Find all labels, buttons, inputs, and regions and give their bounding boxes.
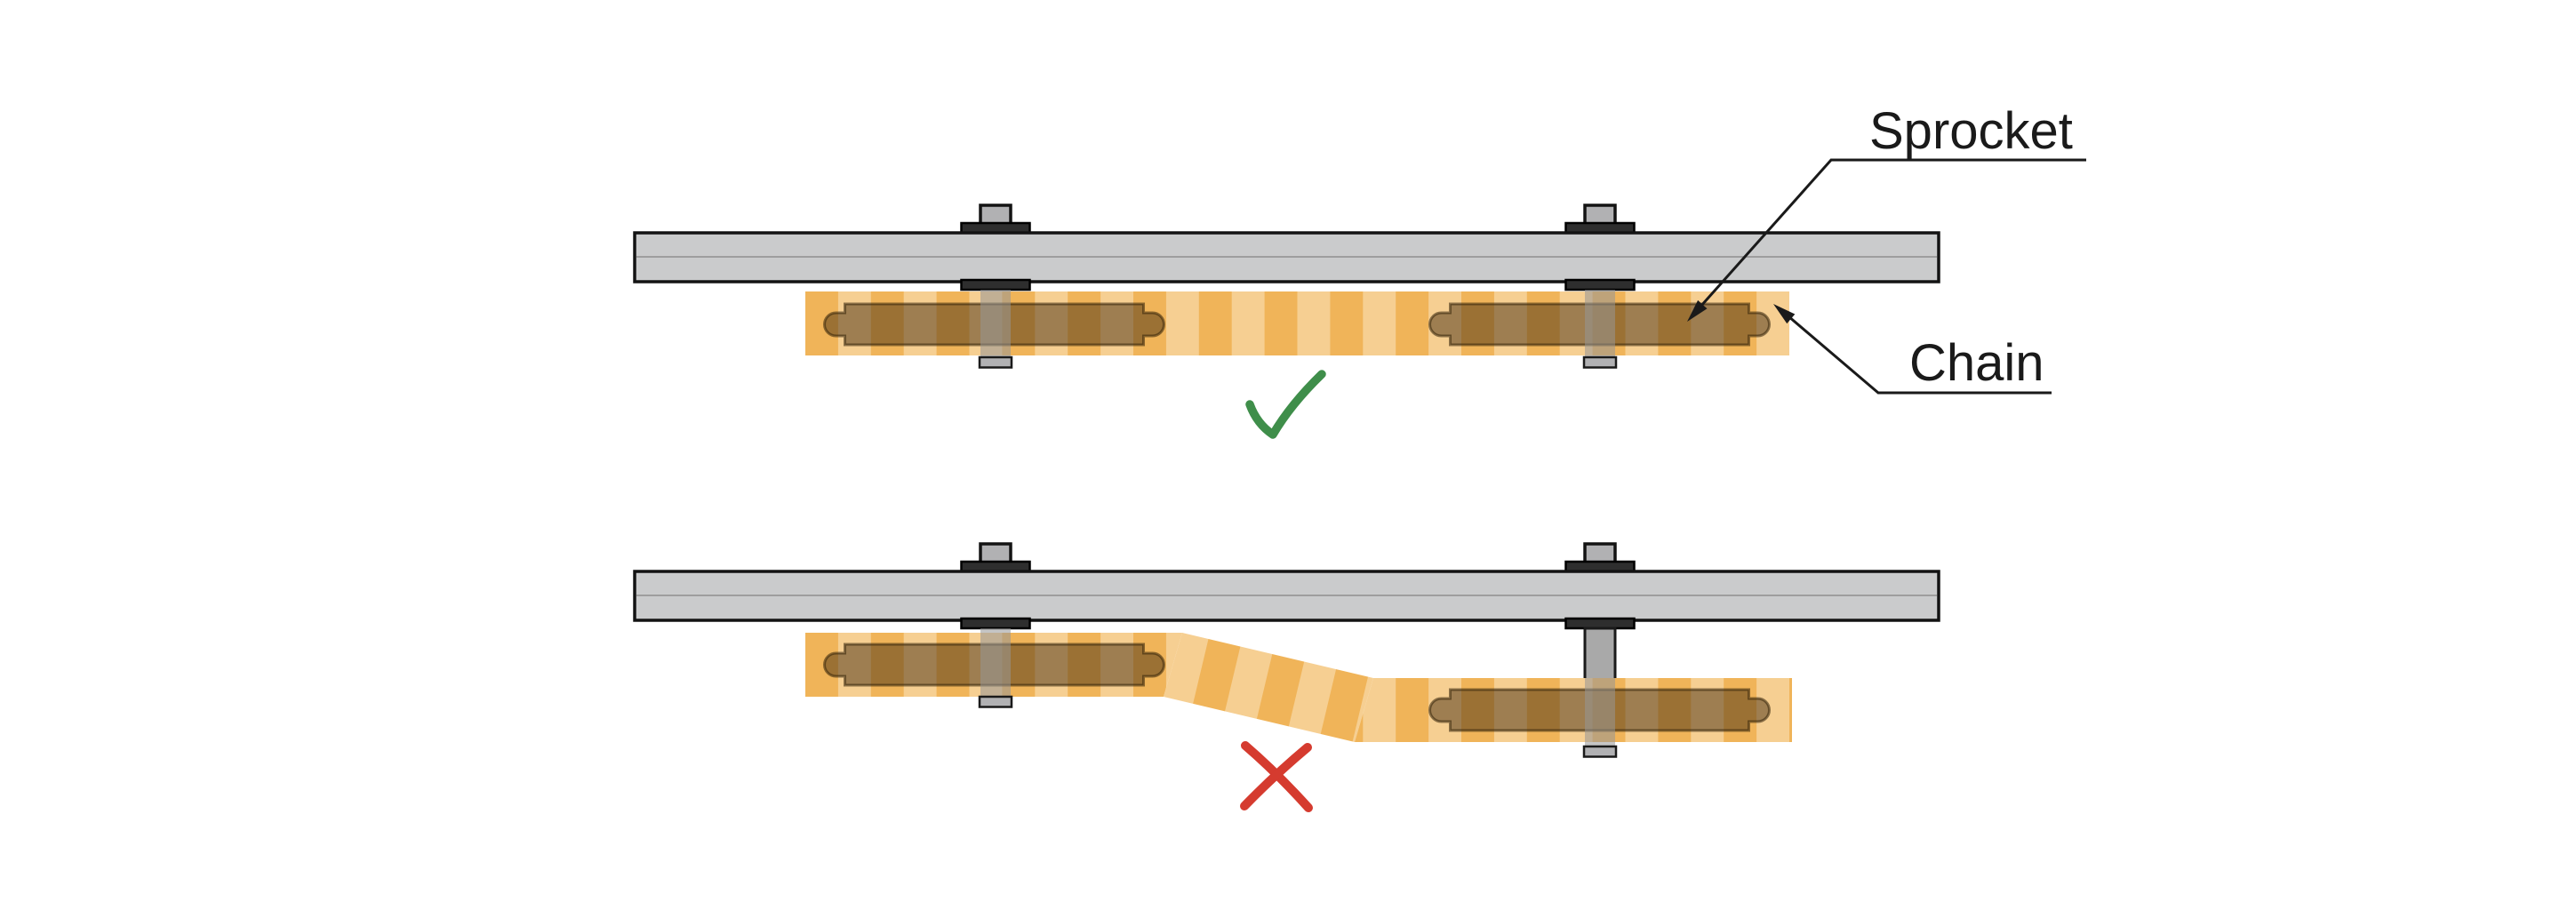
bolt-shaft-exposed-right bbox=[1583, 627, 1617, 682]
cross-stroke-2 bbox=[1240, 743, 1312, 810]
bolt-tab-right bbox=[1582, 355, 1618, 369]
sprocket-label: Sprocket bbox=[1869, 102, 2073, 160]
bolt-shaft-left bbox=[980, 628, 1011, 700]
bolt-shaft-left bbox=[980, 290, 1011, 359]
chain-leader-line bbox=[1781, 309, 2052, 395]
bottom-left-fastener-upper bbox=[960, 542, 1031, 573]
sprocket-leader-line bbox=[1692, 158, 2086, 315]
bottom-diagram-misaligned bbox=[633, 542, 1940, 812]
bolt-head bbox=[1583, 542, 1617, 564]
bolt-shaft-right bbox=[1585, 678, 1615, 748]
sprocket-arrowhead-icon bbox=[1687, 299, 1708, 322]
callouts: Sprocket Chain bbox=[1687, 102, 2086, 395]
bottom-chain-diagonal-segment bbox=[1164, 633, 1373, 742]
chain-arrowhead-icon bbox=[1773, 304, 1796, 324]
bolt-shaft-right bbox=[1585, 290, 1615, 359]
top-right-fastener-upper bbox=[1564, 204, 1636, 235]
bolt-head bbox=[1583, 204, 1617, 226]
bolt-tab-left bbox=[978, 355, 1013, 369]
bolt-tab-right bbox=[1582, 745, 1618, 758]
bolt-flange-bottom-left bbox=[960, 617, 1031, 630]
top-left-fastener-upper bbox=[960, 204, 1031, 235]
bolt-flange-bottom-right bbox=[1564, 278, 1636, 291]
top-diagram-correct bbox=[633, 204, 1940, 439]
bolt-head bbox=[979, 542, 1012, 564]
bolt-flange-bottom-right bbox=[1564, 617, 1636, 630]
check-icon bbox=[1245, 370, 1326, 439]
cross-icon bbox=[1240, 741, 1313, 812]
bolt-tab-left bbox=[978, 695, 1013, 708]
bottom-right-fastener-upper bbox=[1564, 542, 1636, 573]
bolt-head bbox=[979, 204, 1012, 226]
bolt-flange-bottom-left bbox=[960, 278, 1031, 291]
chain-label: Chain bbox=[1909, 334, 2044, 392]
